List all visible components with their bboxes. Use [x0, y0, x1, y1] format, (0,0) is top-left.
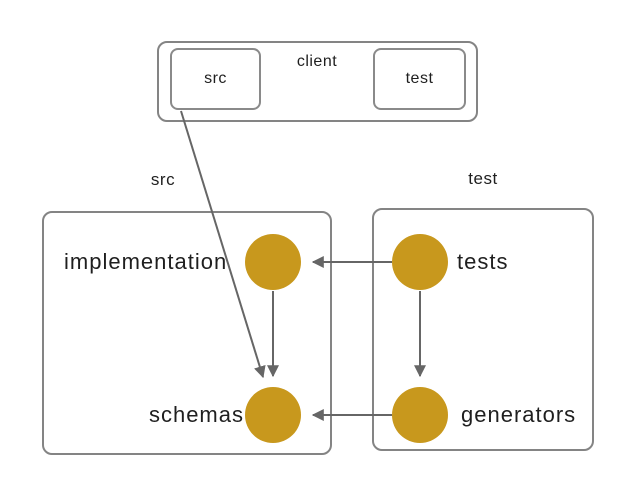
client-test-label: test — [405, 70, 434, 87]
client-test-box: test — [373, 48, 466, 110]
client-src-box: src — [170, 48, 261, 110]
node-schemas-label: schemas — [148, 402, 244, 427]
node-generators-label: generators — [461, 402, 577, 427]
test-group-label: test — [468, 169, 498, 188]
node-implementation-label: implementation — [64, 249, 228, 274]
client-src-label: src — [204, 70, 227, 87]
client-group-box: src client test — [157, 41, 478, 122]
src-group-label: src — [150, 170, 176, 189]
test-group-box — [372, 208, 594, 451]
client-group-label: client — [296, 53, 338, 70]
node-tests-label: tests — [457, 249, 509, 274]
